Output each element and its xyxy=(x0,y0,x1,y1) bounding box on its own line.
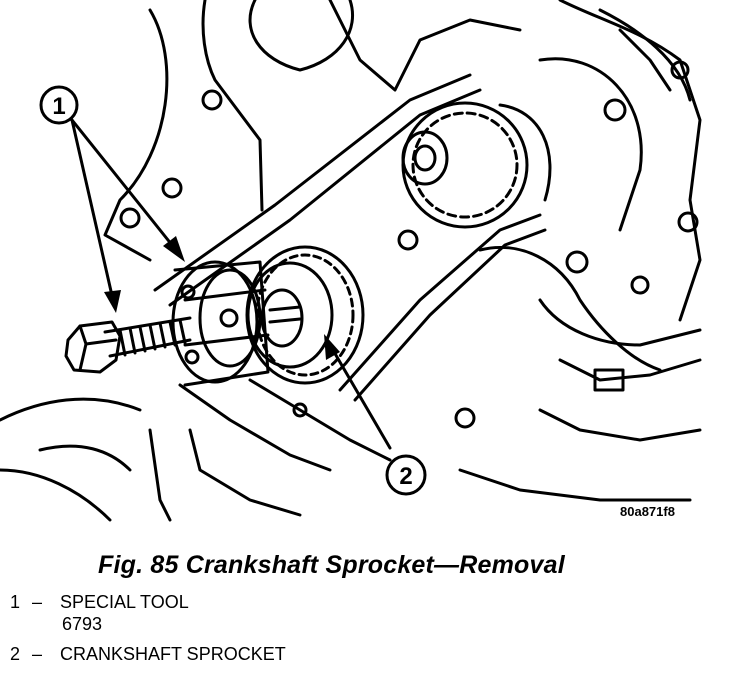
callout-1: 1 xyxy=(39,85,79,125)
callout-2-label: 2 xyxy=(399,463,412,490)
special-tool-drawing xyxy=(64,260,302,387)
callout-1-label: 1 xyxy=(52,93,65,120)
water-pump-sprocket xyxy=(401,57,643,232)
image-code: 80a871f8 xyxy=(620,504,675,519)
engine-block-outline xyxy=(0,0,702,522)
legend-text: SPECIAL TOOL xyxy=(60,592,189,612)
figure-caption: Fig. 85 Crankshaft Sprocket—Removal xyxy=(98,551,565,579)
leader-lines xyxy=(70,118,392,450)
bolts xyxy=(119,60,699,429)
leader-arrowheads xyxy=(104,236,340,360)
callout-2: 2 xyxy=(385,454,427,496)
legend-number: 1 xyxy=(10,592,21,612)
legend-dash: – xyxy=(32,592,43,612)
legend-item-special-tool: 1–SPECIAL TOOL xyxy=(10,592,189,613)
legend-number: 2 xyxy=(10,644,21,664)
legend-tool-number: 6793 xyxy=(62,614,103,634)
legend-dash: – xyxy=(32,644,43,664)
engine-illustration: 1 2 80a871f8 xyxy=(0,0,702,522)
legend-text: CRANKSHAFT SPROCKET xyxy=(60,644,286,664)
timing-belt xyxy=(153,73,547,402)
legend-item-crankshaft-sprocket: 2–CRANKSHAFT SPROCKET xyxy=(10,644,286,665)
